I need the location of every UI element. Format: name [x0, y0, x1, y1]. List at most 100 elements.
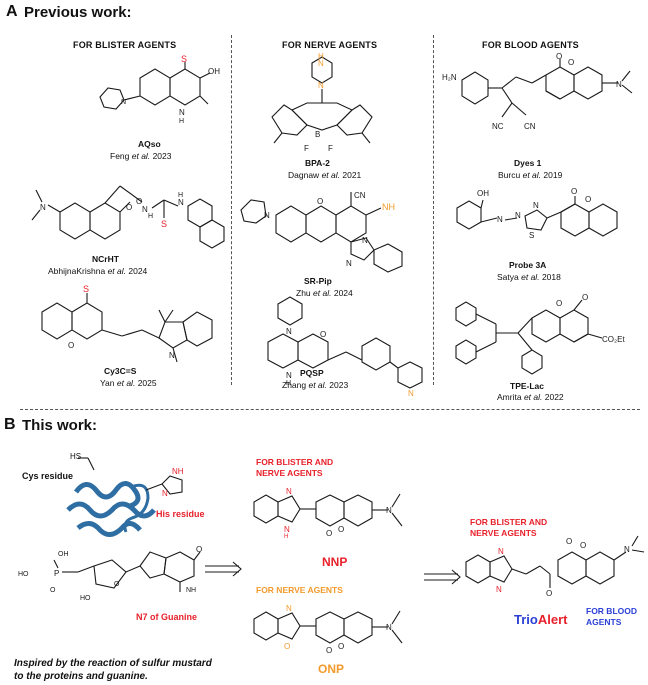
svg-text:O: O [114, 581, 120, 588]
heading-nerve: FOR NERVE AGENTS [282, 40, 378, 50]
svg-text:O: O [556, 52, 562, 61]
svg-text:O: O [68, 341, 74, 350]
svg-text:H₂N: H₂N [442, 73, 457, 82]
svg-text:N: N [624, 545, 630, 554]
svg-text:P: P [54, 569, 59, 578]
svg-text:O: O [580, 541, 586, 550]
hs-label: HS [70, 452, 82, 461]
guanine-n7-label: N7 of Guanine [136, 612, 198, 622]
svg-text:O: O [546, 589, 552, 598]
trio-blood-line-2: AGENTS [586, 617, 622, 627]
compound-cite-srpip: Zhu et al. 2024 [296, 288, 353, 298]
svg-text:F: F [328, 144, 333, 153]
svg-text:O: O [326, 529, 332, 538]
trioalert-name: TrioAlert [514, 612, 567, 627]
arrow-to-probes [205, 561, 242, 577]
aqso-structure: S OH NH N [99, 54, 220, 125]
svg-text:N: N [318, 59, 324, 68]
svg-text:NH: NH [382, 202, 395, 212]
trioalert-structure: N N O O O N [465, 535, 645, 598]
svg-text:N: N [408, 389, 414, 398]
nnp-caption-line-1: FOR BLISTER AND [256, 457, 334, 467]
svg-text:O: O [320, 330, 326, 339]
compound-name-pqsp: PQSP [300, 368, 324, 378]
svg-text:HO: HO [18, 571, 29, 578]
svg-text:O: O [585, 195, 591, 204]
svg-text:N: N [386, 623, 392, 632]
svg-text:O: O [136, 197, 142, 206]
svg-text:N: N [286, 371, 292, 380]
svg-text:CO₂Et: CO₂Et [602, 335, 625, 344]
trio-caption-line-2: NERVE AGENTS [470, 528, 537, 538]
svg-text:N: N [515, 211, 521, 220]
tpelac-structure: O O CO₂Et [455, 293, 625, 375]
svg-text:O: O [556, 299, 562, 308]
svg-text:HO: HO [80, 595, 91, 602]
svg-text:N: N [40, 203, 46, 212]
nnp-caption-line-2: NERVE AGENTS [256, 468, 323, 478]
svg-text:O: O [568, 58, 574, 67]
cys-residue-label: Cys residue [22, 471, 74, 481]
panel-a-title: Previous work: [24, 4, 132, 21]
svg-text:N: N [318, 81, 324, 90]
compound-name-cy3cs: Cy3C=S [104, 366, 137, 376]
svg-text:NH: NH [172, 467, 184, 476]
svg-text:N: N [284, 525, 290, 534]
his-residue-label: His residue [156, 509, 205, 519]
compound-cite-dyes1: Burcu et al. 2019 [498, 170, 563, 180]
svg-text:N: N [386, 506, 392, 515]
svg-text:O: O [50, 587, 56, 594]
svg-text:OH: OH [58, 551, 69, 558]
panel-separator [20, 409, 640, 410]
svg-text:CN: CN [354, 191, 366, 200]
svg-text:O: O [571, 187, 577, 196]
svg-text:OH: OH [477, 189, 489, 198]
svg-text:N: N [264, 211, 270, 220]
guanine-structure: OH HO P O HO O O NH [18, 545, 202, 602]
svg-text:N: N [346, 259, 352, 268]
svg-text:NH: NH [186, 587, 196, 594]
svg-text:O: O [196, 545, 202, 554]
heading-blood: FOR BLOOD AGENTS [482, 40, 579, 50]
svg-text:O: O [317, 197, 323, 206]
svg-text:H: H [148, 213, 153, 220]
svg-text:S: S [529, 231, 534, 240]
column-divider-1 [231, 35, 232, 385]
compound-name-srpip: SR-Pip [304, 276, 332, 286]
compound-name-ncrht: NCrHT [92, 254, 119, 264]
svg-text:N: N [286, 604, 292, 613]
nnp-structure: N N H O O N [253, 487, 403, 540]
trioalert-name-trio: Trio [514, 612, 538, 627]
svg-text:N: N [179, 108, 185, 117]
svg-text:N: N [286, 487, 292, 496]
compound-name-dyes1: Dyes 1 [514, 158, 542, 168]
svg-text:OH: OH [208, 67, 220, 76]
onp-structure: N O O O N [253, 604, 403, 655]
trioalert-name-alert: Alert [537, 612, 568, 627]
svg-text:O: O [126, 203, 132, 212]
column-divider-2 [433, 35, 434, 385]
svg-text:CN: CN [524, 122, 536, 131]
svg-text:H: H [286, 380, 291, 387]
svg-text:N: N [178, 198, 184, 207]
svg-text:O: O [338, 525, 344, 534]
panel-b-letter: B [4, 416, 16, 433]
svg-text:H: H [178, 192, 183, 199]
trio-caption-line-1: FOR BLISTER AND [470, 517, 548, 527]
compound-cite-aqso: Feng et al. 2023 [110, 151, 172, 161]
cy3cs-structure: S O N [41, 284, 213, 363]
svg-text:N: N [169, 351, 175, 360]
compound-cite-cy3cs: Yan et al. 2025 [100, 378, 157, 388]
onp-caption: FOR NERVE AGENTS [256, 585, 343, 595]
compound-cite-bpa2: Dagnaw et al. 2021 [288, 170, 362, 180]
panel-a-letter: A [6, 3, 18, 20]
dyes1-structure: H₂N NC CN O O N [442, 52, 633, 131]
svg-text:S: S [83, 284, 89, 294]
svg-text:H: H [284, 534, 288, 540]
compound-cite-pqsp: Zhang et al. 2023 [282, 380, 349, 390]
compound-name-aqso: AQso [138, 139, 161, 149]
svg-text:S: S [181, 54, 187, 64]
svg-text:N: N [616, 80, 622, 89]
srpip-structure: N O CN NH N N [240, 191, 403, 273]
inspired-text-line-1: Inspired by the reaction of sulfur musta… [14, 658, 212, 669]
